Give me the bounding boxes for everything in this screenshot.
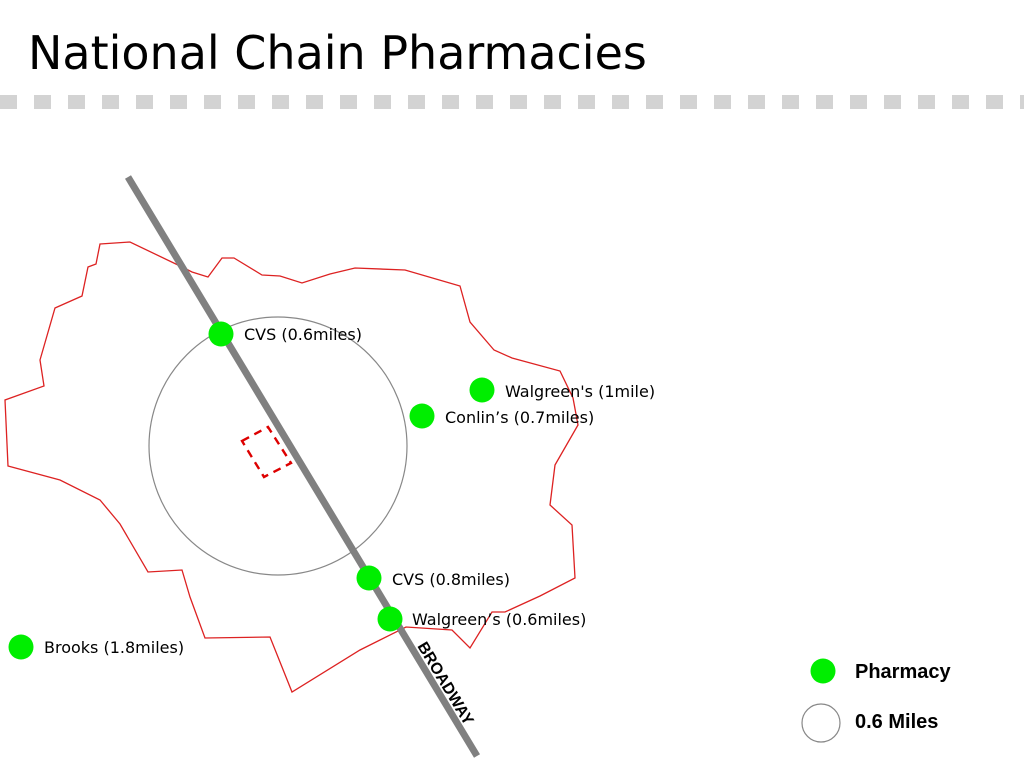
divider-square xyxy=(646,95,663,109)
legend-pharmacy-label: Pharmacy xyxy=(855,661,951,683)
divider-square xyxy=(680,95,697,109)
pharmacy-dot-icon xyxy=(377,606,403,632)
divider-square xyxy=(612,95,629,109)
map-legend: Pharmacy 0.6 Miles xyxy=(801,658,951,743)
divider-square xyxy=(204,95,221,109)
divider-square xyxy=(544,95,561,109)
divider-square xyxy=(918,95,935,109)
title-divider xyxy=(0,95,1024,109)
divider-square xyxy=(714,95,731,109)
road-label: BROADWAY xyxy=(414,639,477,728)
pharmacy-label: Brooks (1.8miles) xyxy=(44,638,184,657)
divider-square xyxy=(748,95,765,109)
broadway-road xyxy=(125,175,480,758)
divider-square xyxy=(816,95,833,109)
divider-square xyxy=(884,95,901,109)
radius-circle xyxy=(148,316,408,576)
divider-square xyxy=(306,95,323,109)
divider-square xyxy=(68,95,85,109)
divider-square xyxy=(170,95,187,109)
divider-square xyxy=(782,95,799,109)
pharmacy-dot-icon xyxy=(356,565,382,591)
pharmacy-dot-icon xyxy=(8,634,34,660)
pharmacy-dot-icon xyxy=(208,321,234,347)
pharmacy-marker[interactable]: Conlin’s (0.7miles) xyxy=(409,403,595,429)
legend-radius-label: 0.6 Miles xyxy=(855,711,938,733)
divider-square xyxy=(476,95,493,109)
divider-square xyxy=(272,95,289,109)
divider-square xyxy=(0,95,17,109)
legend-pharmacy-icon xyxy=(810,658,836,684)
pharmacy-marker[interactable]: Brooks (1.8miles) xyxy=(8,634,185,660)
slide-title: National Chain Pharmacies xyxy=(28,26,647,80)
divider-square xyxy=(850,95,867,109)
divider-square xyxy=(374,95,391,109)
divider-square xyxy=(34,95,51,109)
divider-square xyxy=(136,95,153,109)
pharmacy-label: Walgreen's (1mile) xyxy=(505,382,655,401)
pharmacy-label: CVS (0.8miles) xyxy=(392,570,510,589)
divider-square xyxy=(442,95,459,109)
divider-square xyxy=(238,95,255,109)
divider-square xyxy=(952,95,969,109)
divider-square xyxy=(102,95,119,109)
pharmacy-label: CVS (0.6miles) xyxy=(244,325,362,344)
pharmacy-dot-icon xyxy=(469,377,495,403)
pharmacy-dot-icon xyxy=(409,403,435,429)
legend-radius-icon xyxy=(801,703,841,743)
divider-square xyxy=(340,95,357,109)
divider-square xyxy=(510,95,527,109)
divider-square xyxy=(986,95,1003,109)
pharmacy-label: Walgreen’s (0.6miles) xyxy=(412,610,586,629)
trade-area-boundary xyxy=(4,241,579,693)
pharmacy-marker[interactable]: Walgreen's (1mile) xyxy=(469,377,656,403)
pharmacy-label: Conlin’s (0.7miles) xyxy=(445,408,594,427)
pharmacy-marker[interactable]: CVS (0.8miles) xyxy=(356,565,510,591)
divider-square xyxy=(578,95,595,109)
pharmacy-marker[interactable]: CVS (0.6miles) xyxy=(208,321,362,347)
divider-square xyxy=(1020,95,1024,109)
pharmacy-marker[interactable]: Walgreen’s (0.6miles) xyxy=(377,606,587,632)
divider-square xyxy=(408,95,425,109)
subject-site xyxy=(240,425,293,479)
